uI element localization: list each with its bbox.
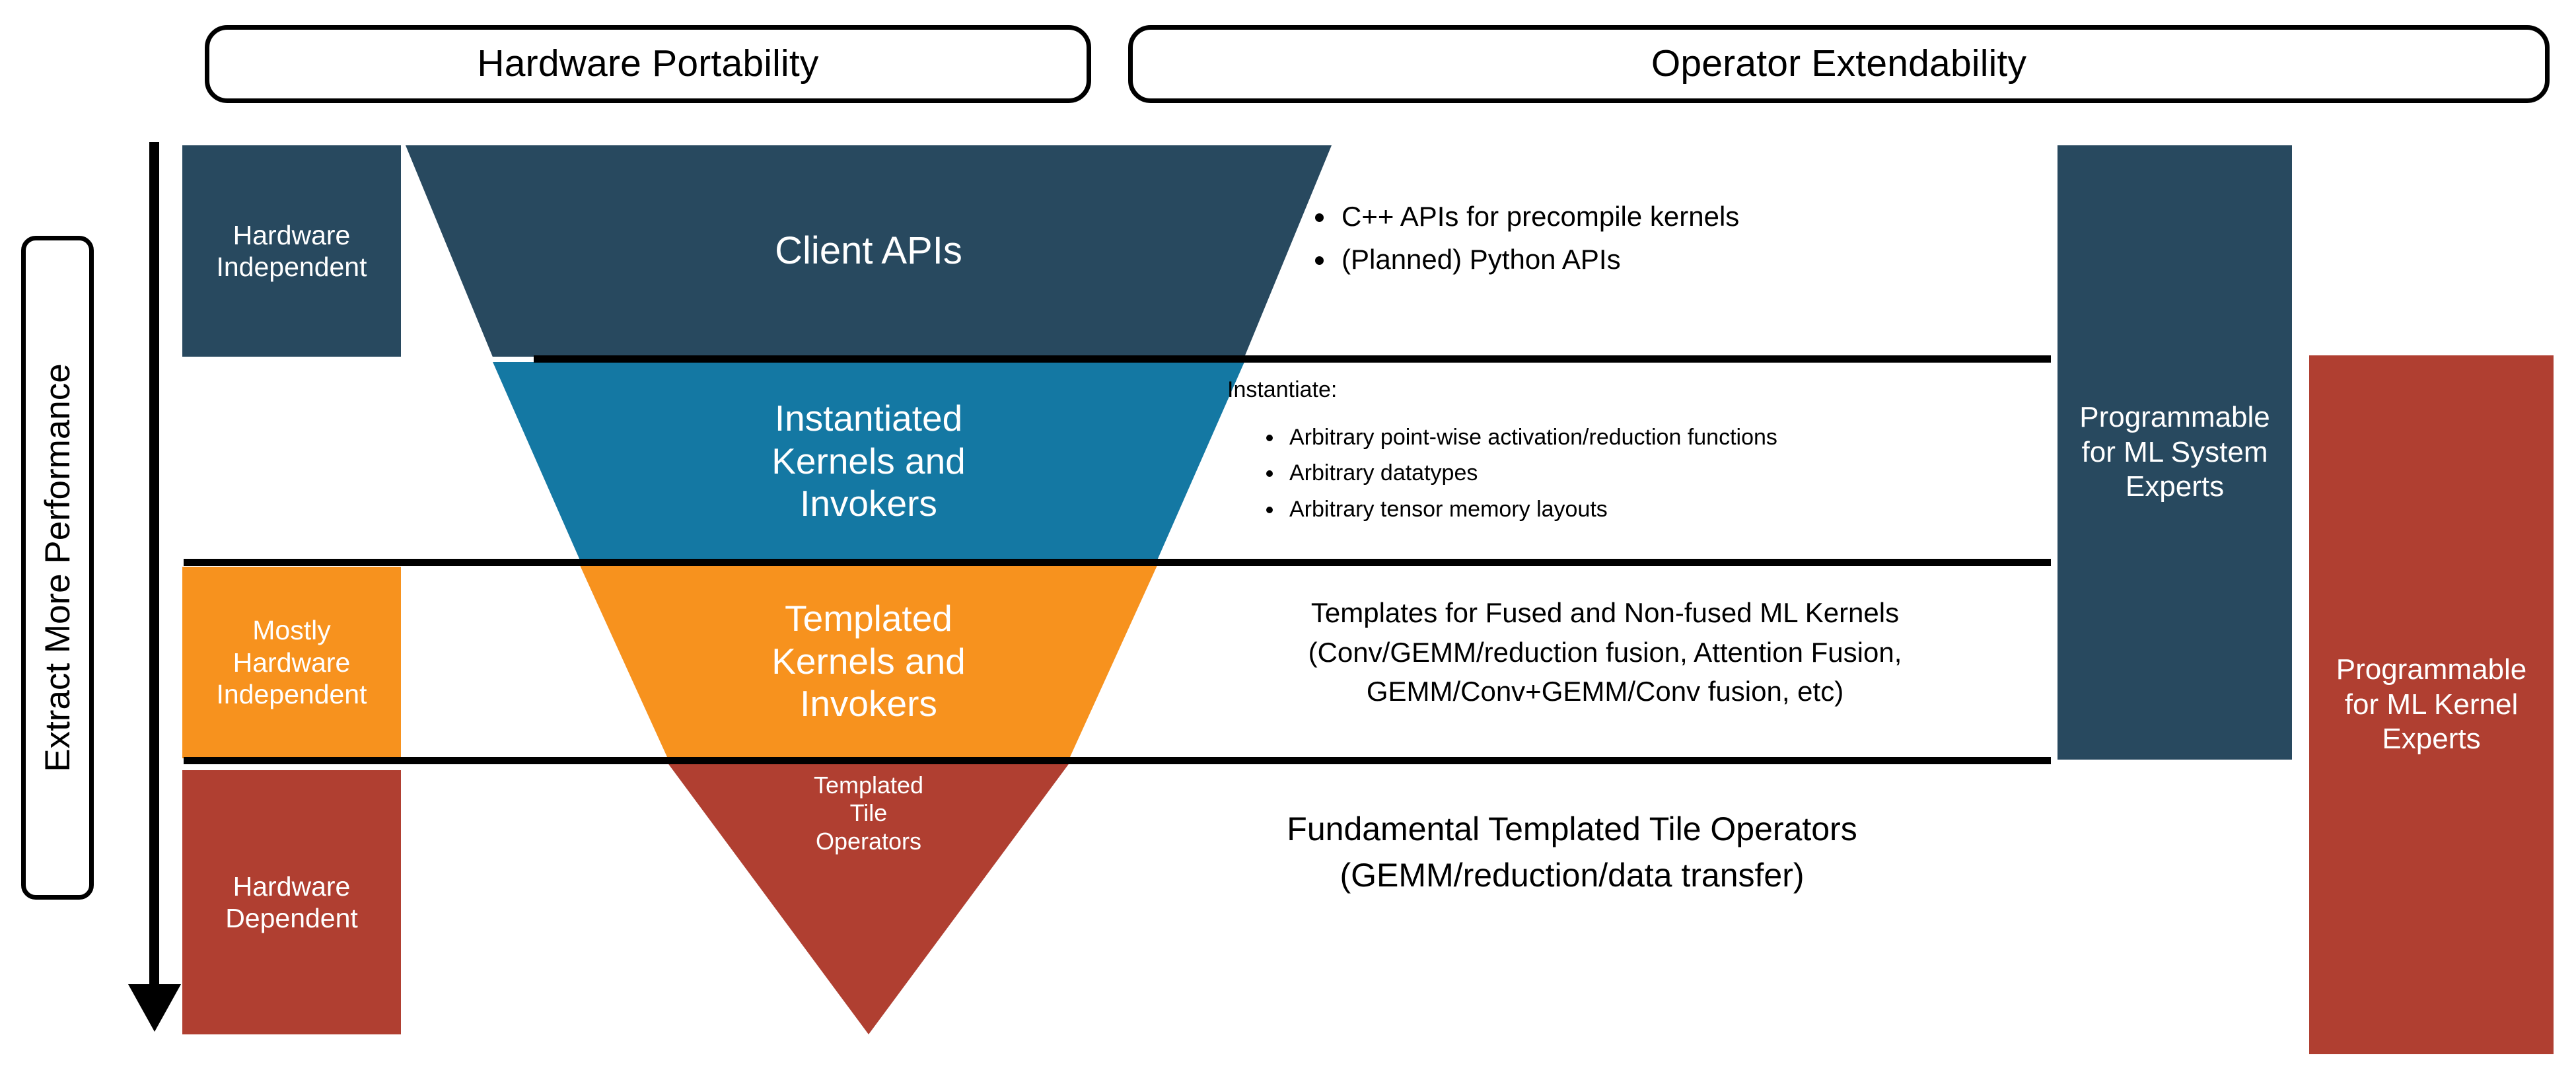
list-item: C++ APIs for precompile kernels xyxy=(1336,198,2031,234)
divider-line-3 xyxy=(184,757,2051,764)
performance-axis-label-box: Extract More Performance xyxy=(21,236,94,900)
downward-arrow-head-icon xyxy=(128,984,181,1032)
description-fundamental-tile-operators: Fundamental Templated Tile Operators(GEM… xyxy=(1123,806,2021,898)
funnel-segment-client-apis: Client APIs xyxy=(406,145,1332,357)
performance-axis-label: Extract More Performance xyxy=(38,363,77,772)
instantiate-bullet-list: Arbitrary point-wise activation/reductio… xyxy=(1227,423,2040,524)
list-item: (Planned) Python APIs xyxy=(1336,241,2031,277)
list-item: Arbitrary tensor memory layouts xyxy=(1284,495,2040,524)
divider-line-2 xyxy=(184,559,2051,566)
header-operator-extendability-label: Operator Extendability xyxy=(1651,42,2027,85)
header-hardware-portability: Hardware Portability xyxy=(205,25,1091,103)
header-operator-extendability: Operator Extendability xyxy=(1128,25,2550,103)
fundamental-text-block: Fundamental Templated Tile Operators(GEM… xyxy=(1287,810,1857,894)
divider-line-1 xyxy=(534,355,2051,363)
header-hardware-portability-label: Hardware Portability xyxy=(477,42,819,85)
description-templates: Templates for Fused and Non-fused ML Ker… xyxy=(1169,593,2041,711)
downward-arrow-icon xyxy=(149,142,159,996)
list-item: Arbitrary datatypes xyxy=(1284,458,2040,487)
funnel-segment-client-apis-label: Client APIs xyxy=(775,229,962,272)
description-client-apis: C++ APIs for precompile kernels (Planned)… xyxy=(1305,198,2031,285)
templates-text-block: Templates for Fused and Non-fused ML Ker… xyxy=(1308,597,1902,707)
list-item: Arbitrary point-wise activation/reductio… xyxy=(1284,423,2040,452)
description-instantiate: Instantiate: Arbitrary point-wise activa… xyxy=(1227,375,2040,530)
instantiate-intro-label: Instantiate: xyxy=(1227,377,1338,402)
client-apis-bullet-list: C++ APIs for precompile kernels (Planned)… xyxy=(1305,198,2031,278)
